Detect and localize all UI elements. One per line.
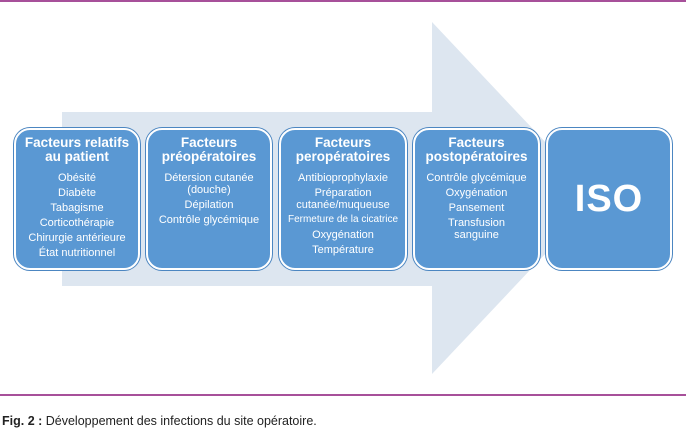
- factor-item: Obésité: [58, 172, 96, 184]
- caption-prefix: Fig. 2 :: [2, 414, 43, 428]
- factor-box-title: Facteurs peropératoires: [295, 135, 391, 164]
- factor-item: Chirurgie antérieure: [28, 232, 126, 244]
- factor-item: Oxygénation: [445, 187, 508, 199]
- factor-box-postoperative: Facteurs postopératoires Contrôle glycém…: [413, 128, 540, 270]
- factor-box-title: Facteurs postopératoires: [425, 135, 528, 164]
- bottom-rule: [0, 394, 686, 396]
- factor-item: Dépilation: [184, 199, 234, 211]
- factor-item: Corticothérapie: [39, 217, 115, 229]
- factor-item: Contrôle glycémique: [158, 214, 260, 226]
- factor-item: Température: [312, 244, 374, 256]
- factor-item: Détersion cutanée (douche): [164, 172, 254, 196]
- factor-item: Diabète: [58, 187, 96, 199]
- factor-box-title: Facteurs relatifs au patient: [24, 135, 130, 164]
- outcome-label: ISO: [574, 177, 644, 220]
- factor-box-title: Facteurs préopératoires: [161, 135, 257, 164]
- outcome-box-iso: ISO: [546, 128, 672, 270]
- factor-item: Tabagisme: [50, 202, 104, 214]
- figure-caption: Fig. 2 : Développement des infections du…: [2, 414, 317, 428]
- factor-item: Oxygénation: [312, 229, 374, 241]
- factor-item: Contrôle glycémique: [426, 172, 527, 184]
- caption-text: Développement des infections du site opé…: [42, 414, 317, 428]
- factor-box-preoperative: Facteurs préopératoires Détersion cutané…: [146, 128, 272, 270]
- factor-box-peroperative: Facteurs peropératoires Antibioprophylax…: [279, 128, 407, 270]
- factor-item: Préparation cutanée/muqueuse: [296, 187, 390, 211]
- top-rule: [0, 0, 686, 2]
- factor-item: État nutritionnel: [38, 247, 116, 259]
- factor-item: Transfusion sanguine: [447, 217, 506, 241]
- factor-item: Pansement: [448, 202, 505, 214]
- factor-item: Antibioprophylaxie: [298, 172, 388, 184]
- factor-box-patient: Facteurs relatifs au patient Obésité Dia…: [14, 128, 140, 270]
- factor-item: Fermeture de la cicatrice: [287, 214, 399, 225]
